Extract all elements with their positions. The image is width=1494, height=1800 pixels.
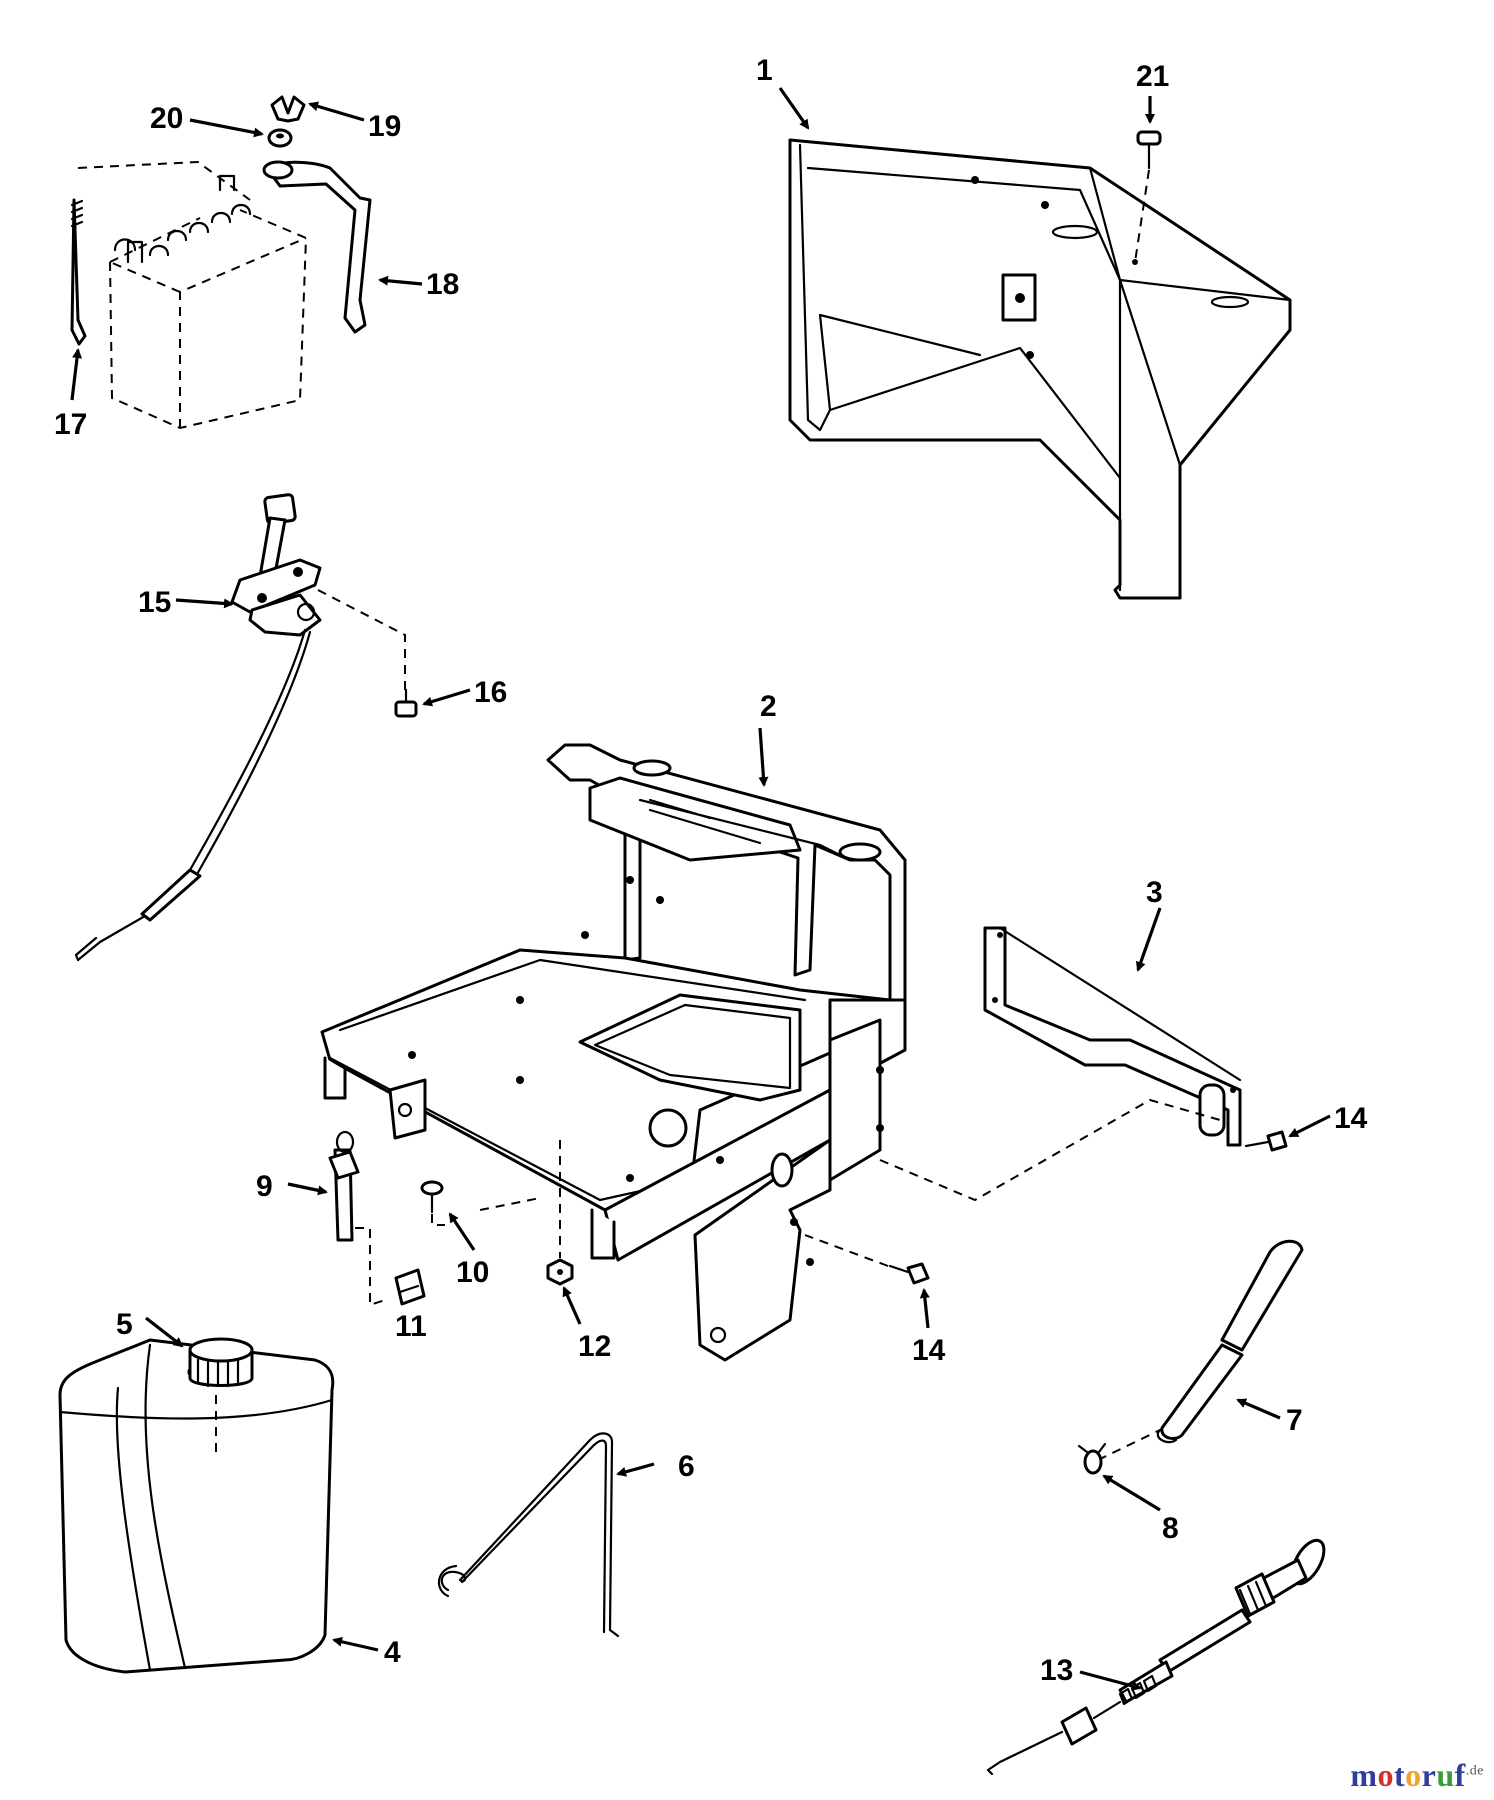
part-20-washer — [267, 128, 293, 148]
part-18-holddown — [262, 160, 372, 334]
watermark-logo: motoruf.de — [1350, 1757, 1484, 1794]
callout-14-bottom: 14 — [912, 1334, 946, 1367]
callout-5: 5 — [116, 1308, 133, 1341]
part-19-wingnut — [270, 95, 306, 123]
callout-7: 7 — [1286, 1404, 1303, 1437]
watermark-letter: o — [1377, 1757, 1394, 1793]
callout-15: 15 — [138, 586, 171, 619]
callout-21: 21 — [1136, 60, 1169, 93]
callout-13: 13 — [1040, 1654, 1073, 1687]
callout-18: 18 — [426, 268, 459, 301]
callout-19: 19 — [368, 110, 401, 143]
part-3-bracket — [983, 926, 1242, 1147]
callout-3: 3 — [1146, 876, 1163, 909]
part-14b-bolt — [888, 1262, 930, 1285]
part-11-clipnut — [394, 1268, 426, 1306]
part-15-pedal-assembly — [74, 493, 322, 962]
watermark-letter: m — [1350, 1757, 1378, 1793]
part-5-cap — [188, 1337, 254, 1388]
callout-20: 20 — [150, 102, 183, 135]
watermark-suffix: .de — [1465, 1763, 1484, 1779]
part-4-fuel-tank — [58, 1338, 335, 1674]
part-12-nut — [546, 1258, 574, 1286]
part-2-frame — [320, 743, 907, 1362]
callout-2: 2 — [760, 690, 777, 723]
part-21-bolt — [1134, 130, 1162, 263]
callout-10: 10 — [456, 1256, 489, 1289]
part-13-cable — [986, 1538, 1326, 1776]
part-10-screw — [420, 1180, 444, 1214]
callout-14-right: 14 — [1334, 1102, 1368, 1135]
battery-outline — [77, 160, 308, 430]
watermark-letter: f — [1454, 1757, 1466, 1793]
callout-1: 1 — [756, 54, 773, 87]
part-7-hose — [1156, 1239, 1304, 1444]
part-16-bolt — [394, 688, 418, 718]
callout-12: 12 — [578, 1330, 611, 1363]
callout-17: 17 — [54, 408, 87, 441]
callout-11: 11 — [395, 1310, 427, 1343]
part-17-rod — [70, 198, 87, 346]
callout-16: 16 — [474, 676, 507, 709]
watermark-letter: t — [1393, 1757, 1406, 1793]
part-1-shroud — [788, 138, 1292, 600]
watermark-letter: r — [1421, 1757, 1437, 1793]
callout-6: 6 — [678, 1450, 695, 1483]
callout-leaders — [70, 87, 1331, 1691]
callout-9: 9 — [256, 1170, 273, 1203]
watermark-letter: o — [1405, 1757, 1422, 1793]
part-8-clamp — [1077, 1442, 1107, 1475]
part-9-latch — [328, 1130, 360, 1242]
watermark-letter: u — [1436, 1757, 1455, 1793]
callout-4: 4 — [384, 1636, 401, 1669]
part-14a-bolt — [1244, 1130, 1288, 1152]
part-6-hook — [438, 1432, 620, 1638]
callout-8: 8 — [1162, 1512, 1179, 1545]
